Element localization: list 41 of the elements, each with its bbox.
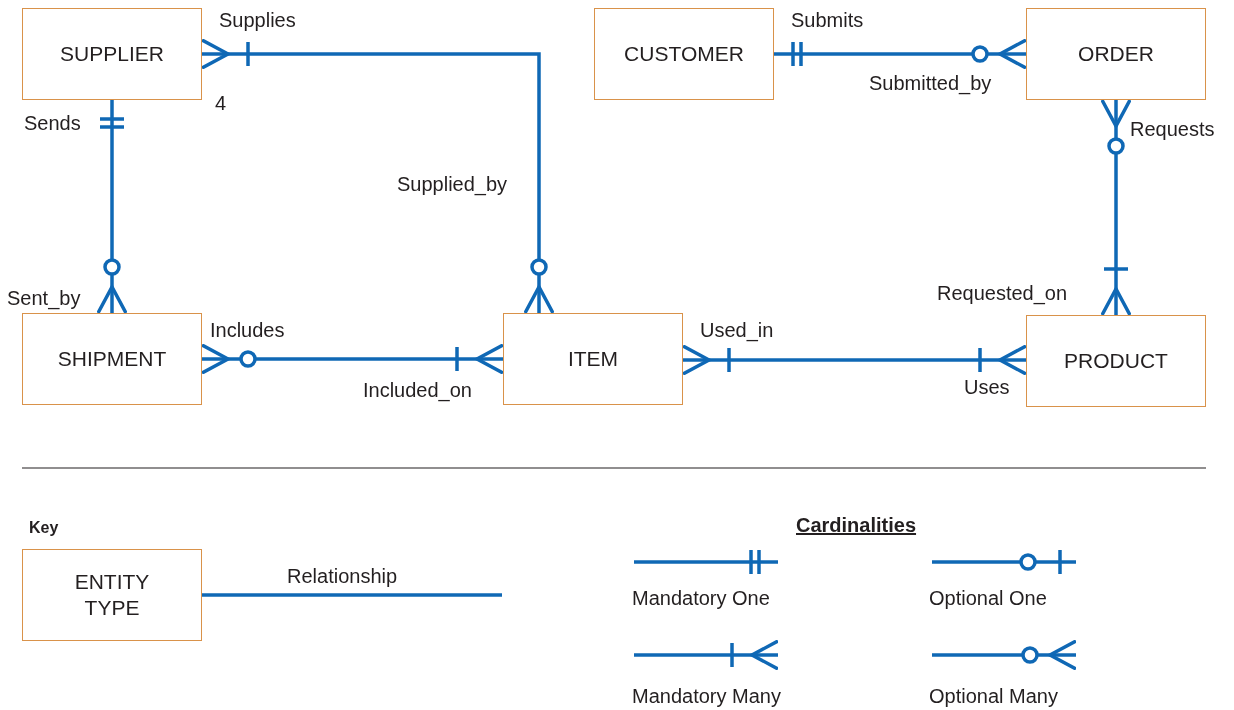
entity-name: SHIPMENT xyxy=(57,346,167,372)
relationship-line xyxy=(200,38,555,315)
edge-label: Relationship xyxy=(287,564,398,588)
number-label: 4 xyxy=(215,91,227,115)
entity-box xyxy=(594,8,774,100)
entity-name: PRODUCT xyxy=(1064,348,1168,374)
relationship-line xyxy=(200,343,505,375)
relationship-label: Uses xyxy=(964,375,1010,399)
relationship-line xyxy=(202,593,502,597)
entity-box xyxy=(22,313,202,405)
entity-name: ORDER xyxy=(1078,41,1154,67)
relationship-label: Submitted_by xyxy=(869,71,992,95)
entity-name: ITEM xyxy=(567,346,619,372)
entity-name: SUPPLIER xyxy=(60,41,164,67)
relationship-label: Submits xyxy=(791,8,864,32)
relationship-line xyxy=(96,100,128,315)
relationship-label: Requests xyxy=(1130,117,1215,141)
relationship-label: Sent_by xyxy=(7,286,81,310)
entity-box xyxy=(22,549,202,641)
relationship-label: Used_in xyxy=(700,318,774,342)
relationship-label: Supplied_by xyxy=(397,172,508,196)
relationship-label: Includes xyxy=(210,318,285,342)
entity-box xyxy=(1026,315,1206,407)
legend-text: Optional Many xyxy=(929,684,1058,708)
relationship-label: Sends xyxy=(24,111,81,135)
relationship-line xyxy=(681,344,1028,376)
legend-text: Mandatory One xyxy=(632,586,770,610)
relationship-line xyxy=(774,38,1028,70)
legend-text: Optional One xyxy=(929,586,1047,610)
relationship-line xyxy=(1100,98,1132,317)
entity-box xyxy=(22,8,202,100)
relationship-label: Supplies xyxy=(219,8,296,32)
legend-text: Mandatory Many xyxy=(632,684,781,708)
entity-box xyxy=(1026,8,1206,100)
entity-name: ENTITY TYPE xyxy=(73,569,151,621)
relationship-label: Requested_on xyxy=(937,281,1068,305)
entity-name: CUSTOMER xyxy=(624,41,744,67)
legend-heading: Cardinalities xyxy=(796,513,917,537)
entity-box xyxy=(503,313,683,405)
key-heading: Key xyxy=(29,518,59,538)
relationship-label: Included_on xyxy=(363,378,472,402)
